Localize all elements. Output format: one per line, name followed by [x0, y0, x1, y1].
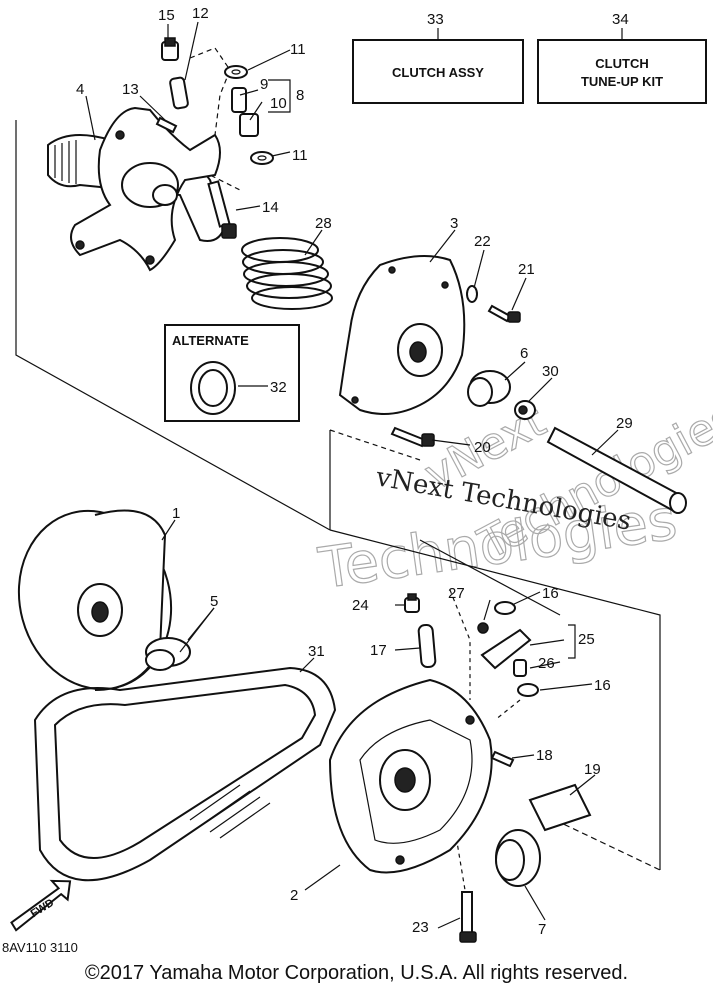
callout-11-bottom: 11 — [292, 147, 308, 164]
callout-26: 26 — [538, 655, 555, 672]
clutch-cover-3 — [338, 255, 466, 415]
callout-7: 7 — [538, 921, 546, 938]
tuneup-kit-label-2: TUNE-UP KIT — [581, 74, 663, 89]
callout-13: 13 — [122, 81, 139, 98]
callout-24: 24 — [352, 597, 369, 614]
callout-1: 1 — [172, 505, 180, 522]
callout-5: 5 — [210, 593, 218, 610]
callout-27: 27 — [448, 585, 465, 602]
callout-22: 22 — [474, 233, 491, 250]
alternate-box: ALTERNATE — [164, 324, 300, 422]
callout-29: 29 — [616, 415, 633, 432]
roller-parts — [224, 65, 274, 165]
tuneup-kit-box: CLUTCH TUNE-UP KIT — [537, 28, 707, 104]
callout-2: 2 — [290, 887, 298, 904]
secondary-bottom-parts — [459, 783, 592, 943]
callout-32: 32 — [270, 379, 287, 396]
callout-18: 18 — [536, 747, 553, 764]
callout-30: 30 — [542, 363, 559, 380]
callout-16-bottom: 16 — [594, 677, 611, 694]
spring-28 — [241, 237, 333, 310]
copyright-notice: ©2017 Yamaha Motor Corporation, U.S.A. A… — [84, 962, 629, 984]
callout-17: 17 — [370, 642, 387, 659]
callout-3: 3 — [450, 215, 458, 232]
bushing-5 — [145, 637, 191, 671]
callout-23: 23 — [412, 919, 429, 936]
callout-4: 4 — [76, 81, 84, 98]
callout-20: 20 — [474, 439, 491, 456]
callout-16-top: 16 — [542, 585, 559, 602]
clutch-assy-box: CLUTCH ASSY — [352, 28, 524, 104]
callout-31: 31 — [308, 643, 325, 660]
callout-6: 6 — [520, 345, 528, 362]
callout-8: 8 — [296, 87, 304, 104]
small-pins — [155, 37, 189, 134]
alternate-label: ALTERNATE — [172, 333, 249, 348]
fwd-arrow: FWD — [10, 879, 72, 932]
callout-9: 9 — [260, 76, 268, 93]
callout-34: 34 — [612, 11, 629, 28]
primary-clutch-spider — [47, 106, 227, 272]
tuneup-kit-label-1: CLUTCH — [595, 56, 648, 71]
sheave-1 — [17, 509, 173, 691]
callout-numbers: 15 12 11 9 10 8 11 13 4 14 28 32 3 22 21… — [76, 5, 633, 938]
assembly-lines — [15, 47, 661, 891]
cover-hardware — [390, 285, 687, 514]
diagram-code: 8AV110 3110 — [2, 940, 78, 955]
callout-15: 15 — [158, 7, 175, 24]
callout-10: 10 — [270, 95, 287, 112]
callout-12: 12 — [192, 5, 209, 22]
callout-14: 14 — [262, 199, 279, 216]
callout-21: 21 — [518, 261, 535, 278]
callout-19: 19 — [584, 761, 601, 778]
leader-lines — [85, 21, 619, 929]
callout-25: 25 — [578, 631, 595, 648]
callout-28: 28 — [315, 215, 332, 232]
clutch-assy-label: CLUTCH ASSY — [392, 65, 484, 80]
secondary-sheave-2 — [328, 678, 493, 874]
secondary-hardware — [404, 593, 539, 768]
callout-33: 33 — [427, 11, 444, 28]
bolt-14 — [207, 180, 237, 239]
exploded-parts-diagram: vNext Technologies Technologies — [2, 5, 713, 955]
callout-11-top: 11 — [290, 41, 306, 58]
drive-belt-31 — [33, 666, 337, 882]
